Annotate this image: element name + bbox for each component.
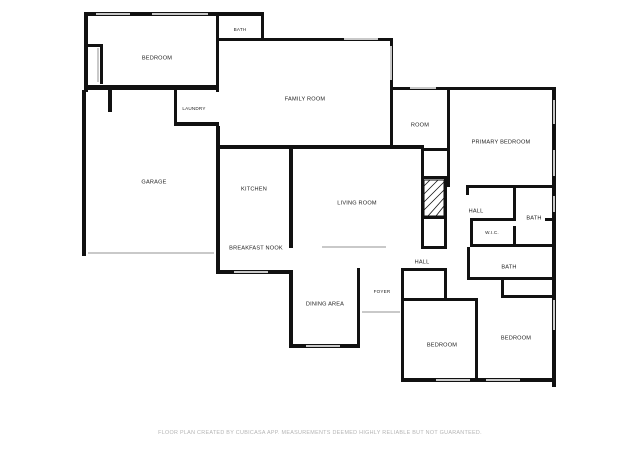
- wall: [421, 176, 447, 179]
- wall: [470, 218, 473, 246]
- wall: [466, 185, 556, 188]
- wall: [390, 87, 555, 90]
- wall: [82, 90, 86, 256]
- wall: [401, 298, 477, 301]
- wall: [84, 12, 88, 92]
- room-label-kitchen: KITCHEN: [241, 186, 267, 192]
- room-label-bath-middle: BATH: [501, 264, 516, 270]
- wall: [470, 218, 516, 221]
- room-labels: BEDROOM BATH LAUNDRY FAMILY ROOM ROOM PR…: [141, 27, 541, 348]
- room-label-foyer: FOYER: [374, 289, 391, 294]
- room-label-laundry: LAUNDRY: [182, 106, 205, 111]
- room-label-bedroom-se: BEDROOM: [501, 335, 531, 341]
- wall: [501, 280, 504, 297]
- room-label-living-room: LIVING ROOM: [337, 200, 377, 206]
- wall: [513, 226, 516, 246]
- wall: [216, 126, 220, 274]
- room-label-family-room: FAMILY ROOM: [285, 96, 326, 102]
- wall: [108, 90, 112, 112]
- room-label-bedroom-nw: BEDROOM: [142, 55, 172, 61]
- wall: [84, 44, 102, 47]
- windows: [88, 13, 555, 381]
- wall: [390, 38, 393, 148]
- room-label-bath-primary: BATH: [526, 215, 541, 221]
- wall: [357, 268, 360, 348]
- room-label-primary-bedroom: PRIMARY BEDROOM: [472, 139, 531, 145]
- wall: [100, 44, 103, 84]
- wall: [466, 185, 469, 195]
- wall: [467, 277, 556, 280]
- wall: [475, 298, 478, 380]
- wall: [174, 122, 219, 126]
- wall: [421, 148, 424, 248]
- wall: [444, 176, 447, 218]
- room-label-room: ROOM: [411, 122, 429, 128]
- wall: [401, 268, 447, 271]
- wall: [421, 148, 450, 151]
- wall: [447, 87, 450, 187]
- wall: [216, 248, 220, 272]
- wall: [421, 246, 447, 249]
- wall: [501, 295, 556, 298]
- wall: [467, 247, 470, 279]
- wall: [552, 87, 556, 387]
- room-label-hall-east: HALL: [469, 208, 484, 214]
- room-label-wic: W.I.C.: [485, 230, 499, 235]
- room-label-bath-top: BATH: [234, 27, 247, 32]
- wall: [219, 145, 424, 149]
- wall: [444, 268, 447, 300]
- wall: [289, 148, 293, 248]
- room-label-garage: GARAGE: [141, 179, 166, 185]
- room-label-dining-area: DINING AREA: [306, 301, 344, 307]
- wall: [261, 12, 264, 41]
- wall: [401, 268, 404, 380]
- wall: [289, 270, 293, 348]
- room-label-hall-center: HALL: [415, 259, 430, 265]
- fireplace-icon: [423, 179, 445, 217]
- wall: [444, 216, 447, 248]
- wall: [174, 90, 177, 125]
- wall: [513, 188, 516, 218]
- room-label-bedroom-sw: BEDROOM: [427, 342, 457, 348]
- wall: [401, 378, 556, 382]
- wall: [84, 85, 219, 90]
- wall: [216, 16, 219, 92]
- walls: [82, 12, 556, 387]
- wall: [545, 218, 556, 221]
- wall: [421, 216, 447, 219]
- footer-disclaimer: FLOOR PLAN CREATED BY CUBICASA APP. MEAS…: [158, 430, 482, 436]
- wall: [219, 38, 393, 41]
- room-label-breakfast-nook: BREAKFAST NOOK: [229, 245, 283, 251]
